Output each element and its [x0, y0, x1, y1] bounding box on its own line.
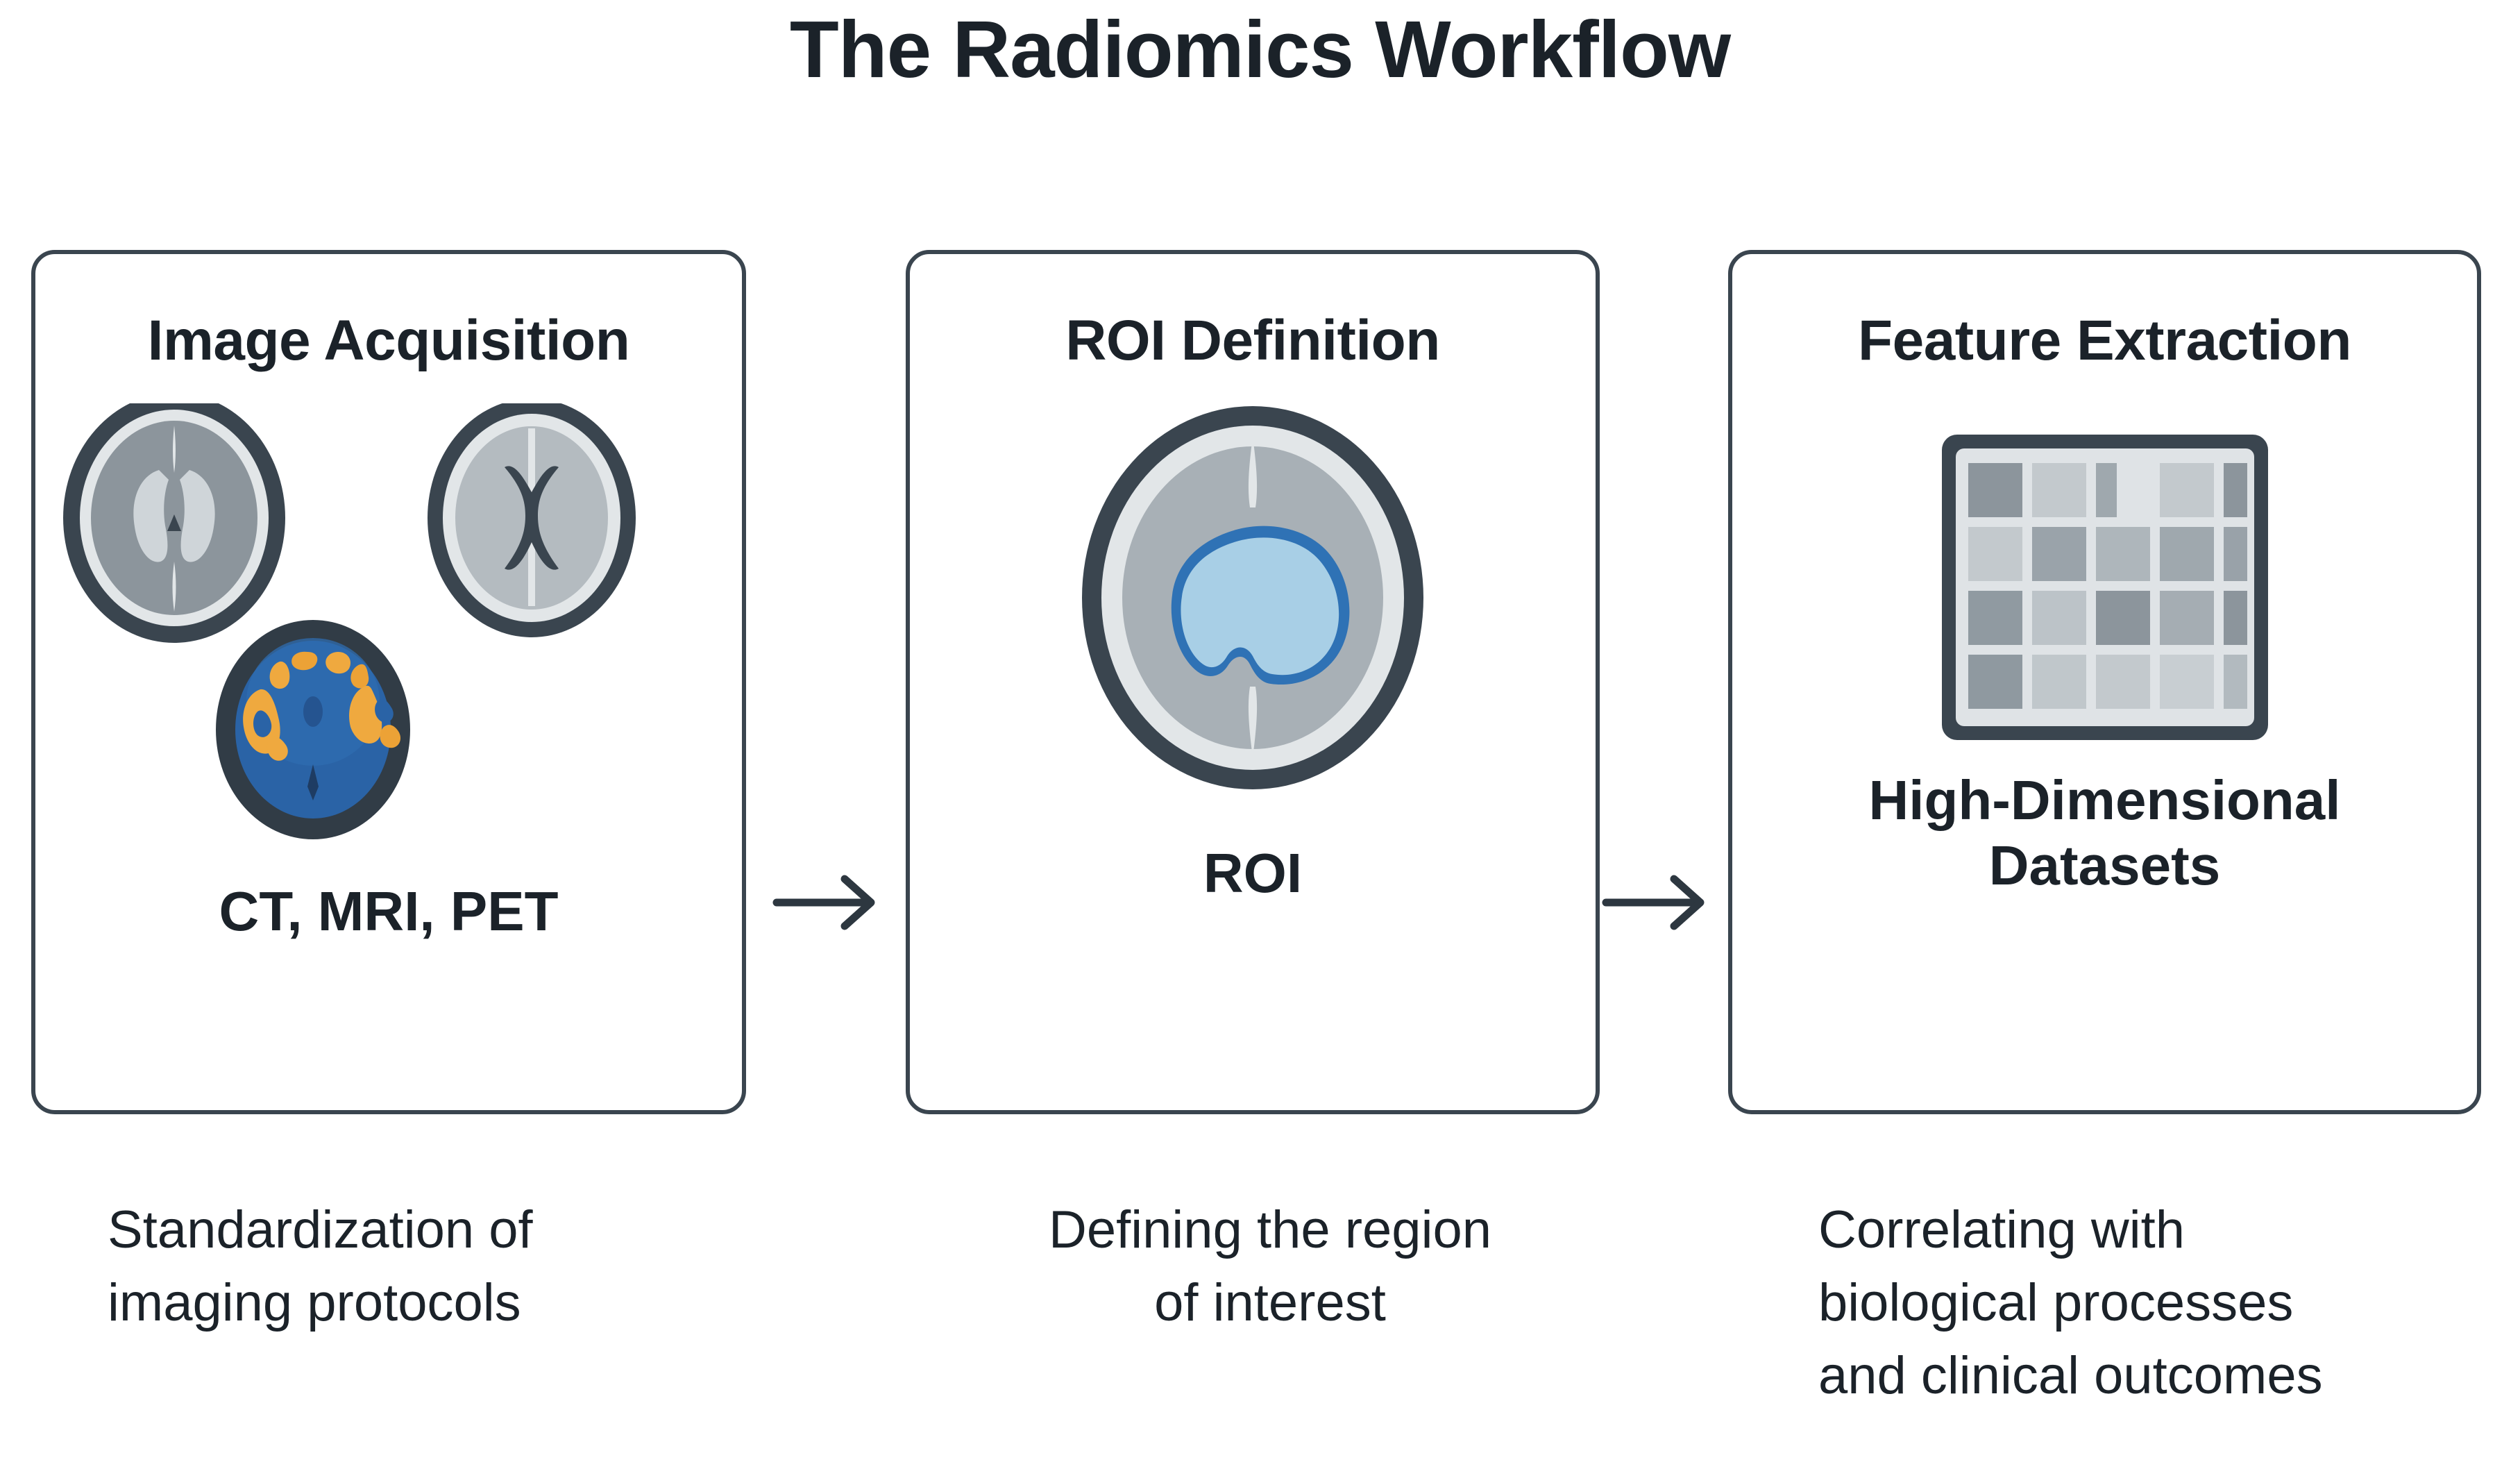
caption-line: and clinical outcomes: [1818, 1345, 2323, 1405]
stage-title-feature-extraction: Feature Extraction: [1858, 309, 2351, 372]
roi-fill: [1181, 537, 1339, 675]
stage-card-feature-extraction[interactable]: Feature Extraction: [1728, 250, 2481, 1114]
stage-card-roi-definition[interactable]: ROI Definition ROI: [906, 250, 1600, 1114]
caption-line: biological processes: [1818, 1273, 2294, 1332]
page-title: The Radiomics Workflow: [789, 4, 1731, 94]
stage-title-image-acquisition: Image Acquisition: [147, 309, 630, 372]
pet-brain-scan: [216, 620, 410, 839]
feature-matrix-icon: [1732, 424, 2477, 750]
stage-sublabel-datasets-line1: High-Dimensional: [1868, 769, 2341, 831]
workflow-row: Image Acquisition: [0, 250, 2520, 1118]
stage-sublabel-datasets-line2: Datasets: [1988, 834, 2221, 897]
caption-line: of interest: [1154, 1273, 1386, 1332]
caption-line: Standardization of: [108, 1200, 533, 1259]
stage-title-roi-definition: ROI Definition: [1065, 309, 1440, 372]
roi-brain-scan: [1082, 406, 1423, 789]
caption-line: Correlating with: [1818, 1200, 2185, 1259]
caption-line: Defining the region: [1049, 1200, 1491, 1259]
mri-brain-scan: [428, 403, 636, 637]
caption-line: imaging protocols: [108, 1273, 521, 1332]
feature-matrix: [1942, 435, 2268, 740]
stage-card-image-acquisition[interactable]: Image Acquisition: [31, 250, 746, 1114]
stage-caption-feature-extraction: Correlating with biological processes an…: [1818, 1194, 2519, 1413]
stage-caption-roi-definition: Defining the region of interest: [965, 1194, 1575, 1340]
stage-sublabel-modalities: CT, MRI, PET: [219, 880, 559, 942]
arrow-stage2-to-stage3-icon: [1596, 861, 1721, 944]
ct-brain-scan: [63, 403, 285, 643]
arrow-stage1-to-stage2-icon: [767, 861, 892, 944]
roi-brain-icon: [910, 396, 1596, 799]
stage-sublabel-roi: ROI: [1203, 842, 1303, 904]
stage-caption-image-acquisition: Standardization of imaging protocols: [108, 1194, 732, 1340]
brain-scans-icon: [35, 403, 742, 848]
